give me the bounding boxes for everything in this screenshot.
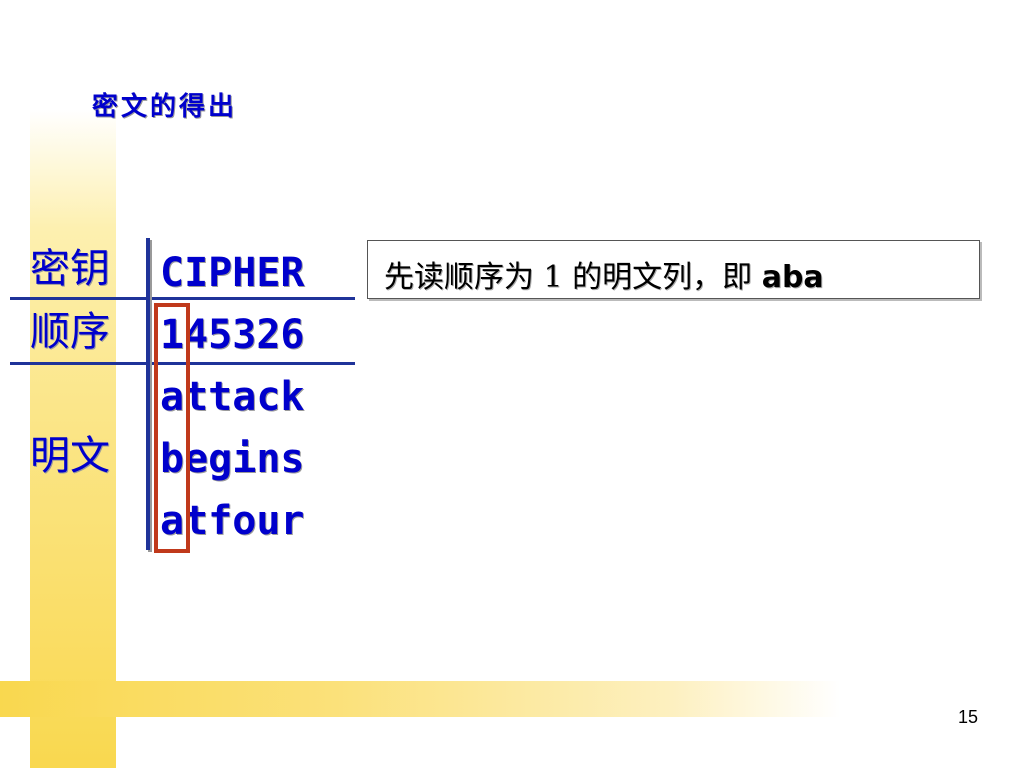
decorative-vertical-bar bbox=[30, 110, 116, 768]
row-label-plaintext: 明文 bbox=[30, 433, 110, 479]
note-text: 先读顺序为 1 的明文列，即 aba bbox=[384, 252, 824, 296]
table-rule-2 bbox=[10, 362, 355, 365]
row-label-order: 顺序 bbox=[30, 309, 110, 355]
plaintext-row-1: attack bbox=[160, 374, 305, 420]
order-digits: 145326 bbox=[160, 312, 305, 358]
table-column-divider bbox=[146, 238, 150, 550]
note-highlight: aba bbox=[761, 260, 824, 295]
decorative-horizontal-bar bbox=[0, 681, 840, 717]
slide-title: 密文的得出 bbox=[92, 92, 238, 122]
note-box: 先读顺序为 1 的明文列，即 aba bbox=[367, 240, 980, 299]
key-word: CIPHER bbox=[160, 250, 305, 296]
plaintext-row-3: atfour bbox=[160, 498, 305, 544]
table-rule-1 bbox=[10, 297, 355, 300]
plaintext-row-2: begins bbox=[160, 436, 305, 482]
page-number: 15 bbox=[958, 707, 979, 727]
row-label-key: 密钥 bbox=[30, 246, 110, 292]
note-prefix: 先读顺序为 1 的明文列，即 bbox=[384, 260, 762, 295]
column-1-highlight bbox=[154, 303, 190, 553]
